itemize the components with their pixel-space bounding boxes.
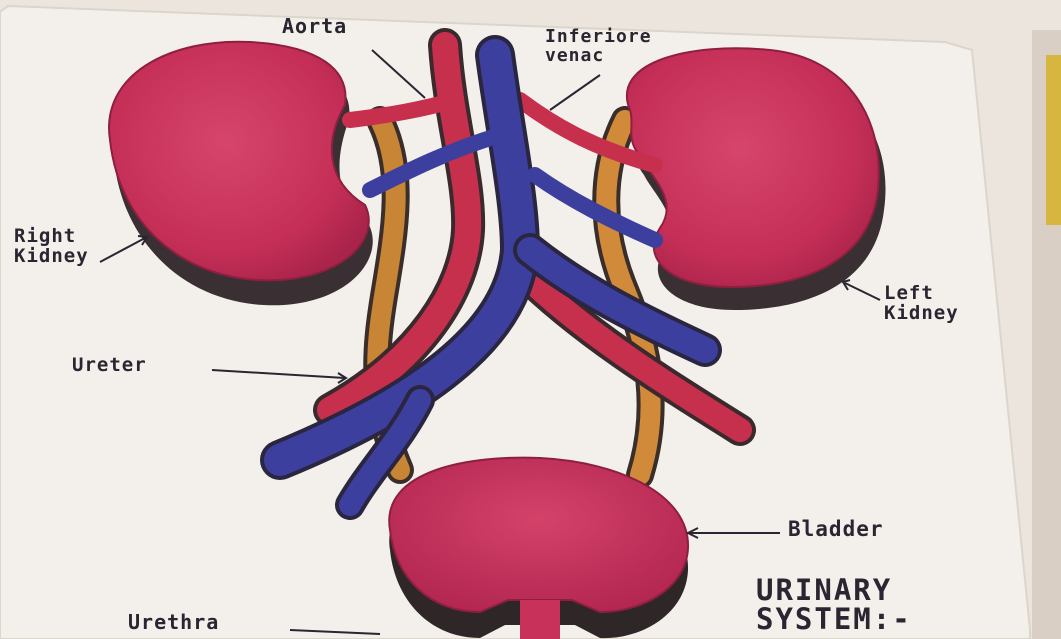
left-kidney [627,48,886,310]
yellow-object [1046,55,1061,225]
diagram-title: URINARY SYSTEM:- [756,576,912,634]
bladder-label: Bladder [788,518,884,540]
bladder [389,458,688,639]
urethra-label: Urethra [128,612,219,633]
inferior-vena-cava-label: Inferiore venac [545,28,652,66]
aorta-label: Aorta [282,16,347,37]
urethra-opening [520,600,560,639]
ureter-label: Ureter [72,356,147,376]
right-kidney-label: Right Kidney [14,227,89,267]
left-kidney-label: Left Kidney [884,284,959,324]
